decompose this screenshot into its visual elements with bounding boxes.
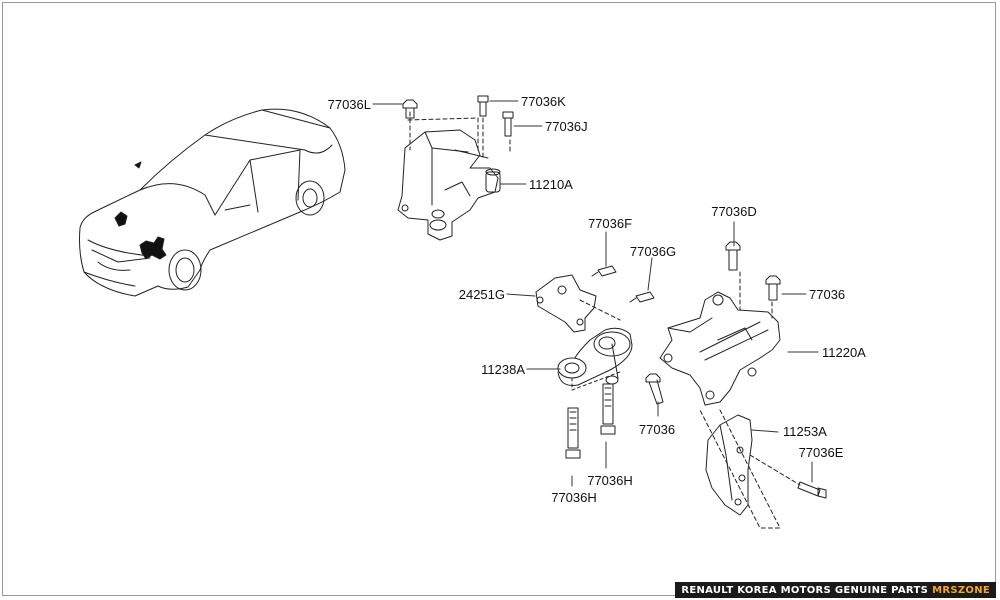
bolt-77036-upper-icon: [765, 275, 781, 301]
callout-77036e: 77036E: [799, 445, 844, 460]
callout-77036k: 77036K: [521, 94, 566, 109]
bolt-77036h-right-icon: [600, 383, 616, 435]
bracket-11253a: [699, 409, 801, 529]
callout-77036f: 77036F: [588, 216, 632, 231]
bolt-77036-lower-icon: [645, 373, 664, 405]
car-illustration: [79, 108, 346, 297]
bolt-77036j-icon: [502, 111, 514, 137]
callout-labels: 77036L 77036K 77036J 11210A 77036F 77036…: [328, 94, 867, 505]
callout-24251g: 24251G: [459, 287, 505, 302]
callout-77036j: 77036J: [545, 119, 588, 134]
footer-banner: RENAULT KOREA MOTORS GENUINE PARTS MRSZO…: [675, 582, 996, 598]
callout-77036-lower: 77036: [639, 422, 675, 437]
bracket-24251g: [535, 265, 655, 333]
callout-77036h-right: 77036H: [587, 473, 633, 488]
callout-11253a: 11253A: [783, 424, 827, 439]
engine-mount-11220a: [659, 271, 781, 406]
bolt-77036k-icon: [477, 95, 489, 117]
footer-text: RENAULT KOREA MOTORS GENUINE PARTS: [681, 584, 929, 596]
bolt-77036e-icon: [797, 481, 827, 499]
engine-mount-11210a: [397, 111, 511, 241]
bolt-77036d-icon: [725, 241, 741, 271]
bolt-77036l-icon: [402, 99, 418, 119]
bolt-77036h-left-icon: [565, 407, 581, 459]
callout-77036d: 77036D: [711, 204, 757, 219]
callout-77036l: 77036L: [328, 97, 371, 112]
leader-lines: [372, 100, 819, 487]
callout-77036-upper: 77036: [809, 287, 845, 302]
footer-brand: MRSZONE: [932, 584, 990, 596]
engine-mount-11238a: [557, 327, 633, 391]
callout-11220a: 11220A: [822, 345, 866, 360]
callout-11238a: 11238A: [481, 362, 525, 377]
callout-11210a: 11210A: [529, 177, 573, 192]
callout-77036g: 77036G: [630, 244, 676, 259]
callout-77036h-left: 77036H: [551, 490, 597, 505]
